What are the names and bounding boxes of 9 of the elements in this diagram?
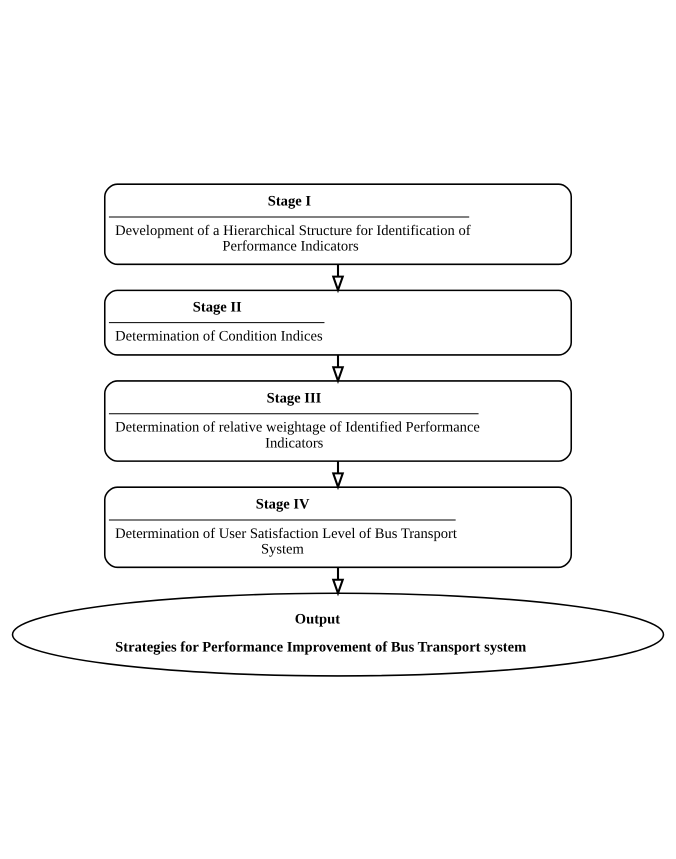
arrow xyxy=(332,460,344,490)
node-ellipse: Output Strategies for Performance Improvement of Bus Transport system xyxy=(12,592,664,676)
arrow xyxy=(332,264,344,293)
node-box: Stage II Determination of Condition Indices xyxy=(104,289,572,356)
node-box: Stage IV Determination of User Satisfaction Level of Bus Transport System xyxy=(104,486,572,568)
arrow xyxy=(332,567,344,596)
node-box: Stage III Determination of relative weightage of Identified Performance Indicators xyxy=(104,380,572,462)
arrow xyxy=(332,354,344,384)
node-box: Stage I Development of a Hierarchical Structure for Identification of Performance Indicators xyxy=(104,182,572,265)
